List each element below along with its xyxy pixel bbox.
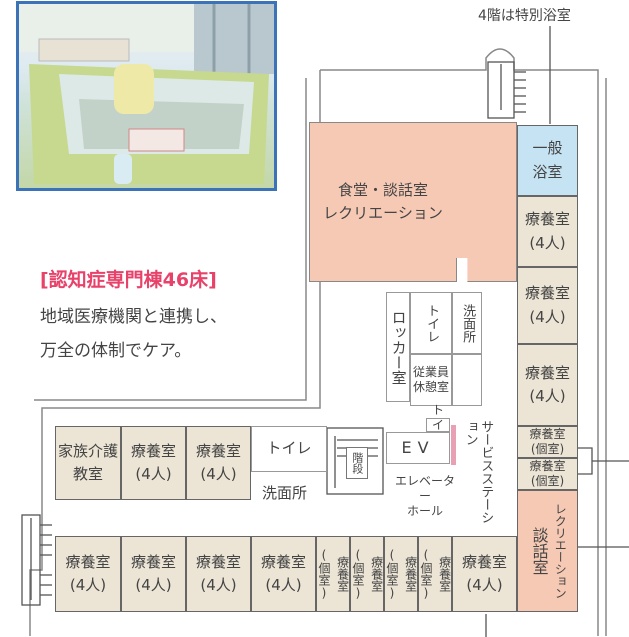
toilet-upper: トイレ xyxy=(410,292,452,354)
floor-note: 4階は特別浴室 xyxy=(478,8,571,24)
washroom-label: 洗面所 xyxy=(262,484,308,502)
room-4-lower-2: 療養室(4人) xyxy=(121,536,186,612)
description-line-2: 万全の体制でケア。 xyxy=(40,341,192,361)
service-room xyxy=(452,354,482,406)
room-4-lower-5: 療養室(4人) xyxy=(452,536,517,612)
toilet-left: トイレ xyxy=(251,426,327,472)
private-room-lower-4: (個室)療養室 xyxy=(418,536,452,612)
toilet-small: トイレ xyxy=(426,403,450,447)
private-room-lower-2: (個室)療養室 xyxy=(350,536,384,612)
room-4-lower-4: 療養室(4人) xyxy=(251,536,316,612)
room-4-upper-2: 療養室(4人) xyxy=(186,426,251,500)
service-station-label: サービスステーション xyxy=(462,420,494,524)
private-room-right-2: 療養室(個室) xyxy=(517,458,578,490)
washroom-upper: 洗面所 xyxy=(452,292,482,354)
private-room-lower-1: (個室)療養室 xyxy=(316,536,350,612)
elevator-hall-label: エレベーター ホール xyxy=(394,474,455,518)
room-4-right-3: 療養室(4人) xyxy=(517,344,578,426)
staff-rest-room: 従業員休憩室 xyxy=(410,354,452,406)
locker-room: ロッカー室 xyxy=(386,292,410,402)
room-4-lower-3: 療養室(4人) xyxy=(186,536,251,612)
room-4-upper-1: 療養室(4人) xyxy=(121,426,186,500)
room-4-right-1: 療養室(4人) xyxy=(517,196,578,267)
elevator: EV xyxy=(386,432,450,464)
description-line-1: 地域医療機関と連携し、 xyxy=(40,307,227,327)
private-room-lower-3: (個室)療養室 xyxy=(384,536,418,612)
recreation-room: 談話室 レクリエーション xyxy=(517,490,578,612)
dining-room-extension xyxy=(455,122,517,282)
general-bath: 一般 浴室 xyxy=(517,125,578,196)
stairs: 階段 xyxy=(346,447,368,479)
ward-heading: [認知症専門棟46床] xyxy=(40,269,217,291)
private-room-right-1: 療養室(個室) xyxy=(517,426,578,458)
bathroom-photo xyxy=(16,1,277,191)
family-care-room: 家族介護教室 xyxy=(55,426,121,500)
room-4-lower-1: 療養室(4人) xyxy=(55,536,121,612)
room-4-right-2: 療養室(4人) xyxy=(517,267,578,344)
dining-room: 食堂・談話室 レクリエーション xyxy=(309,122,457,282)
